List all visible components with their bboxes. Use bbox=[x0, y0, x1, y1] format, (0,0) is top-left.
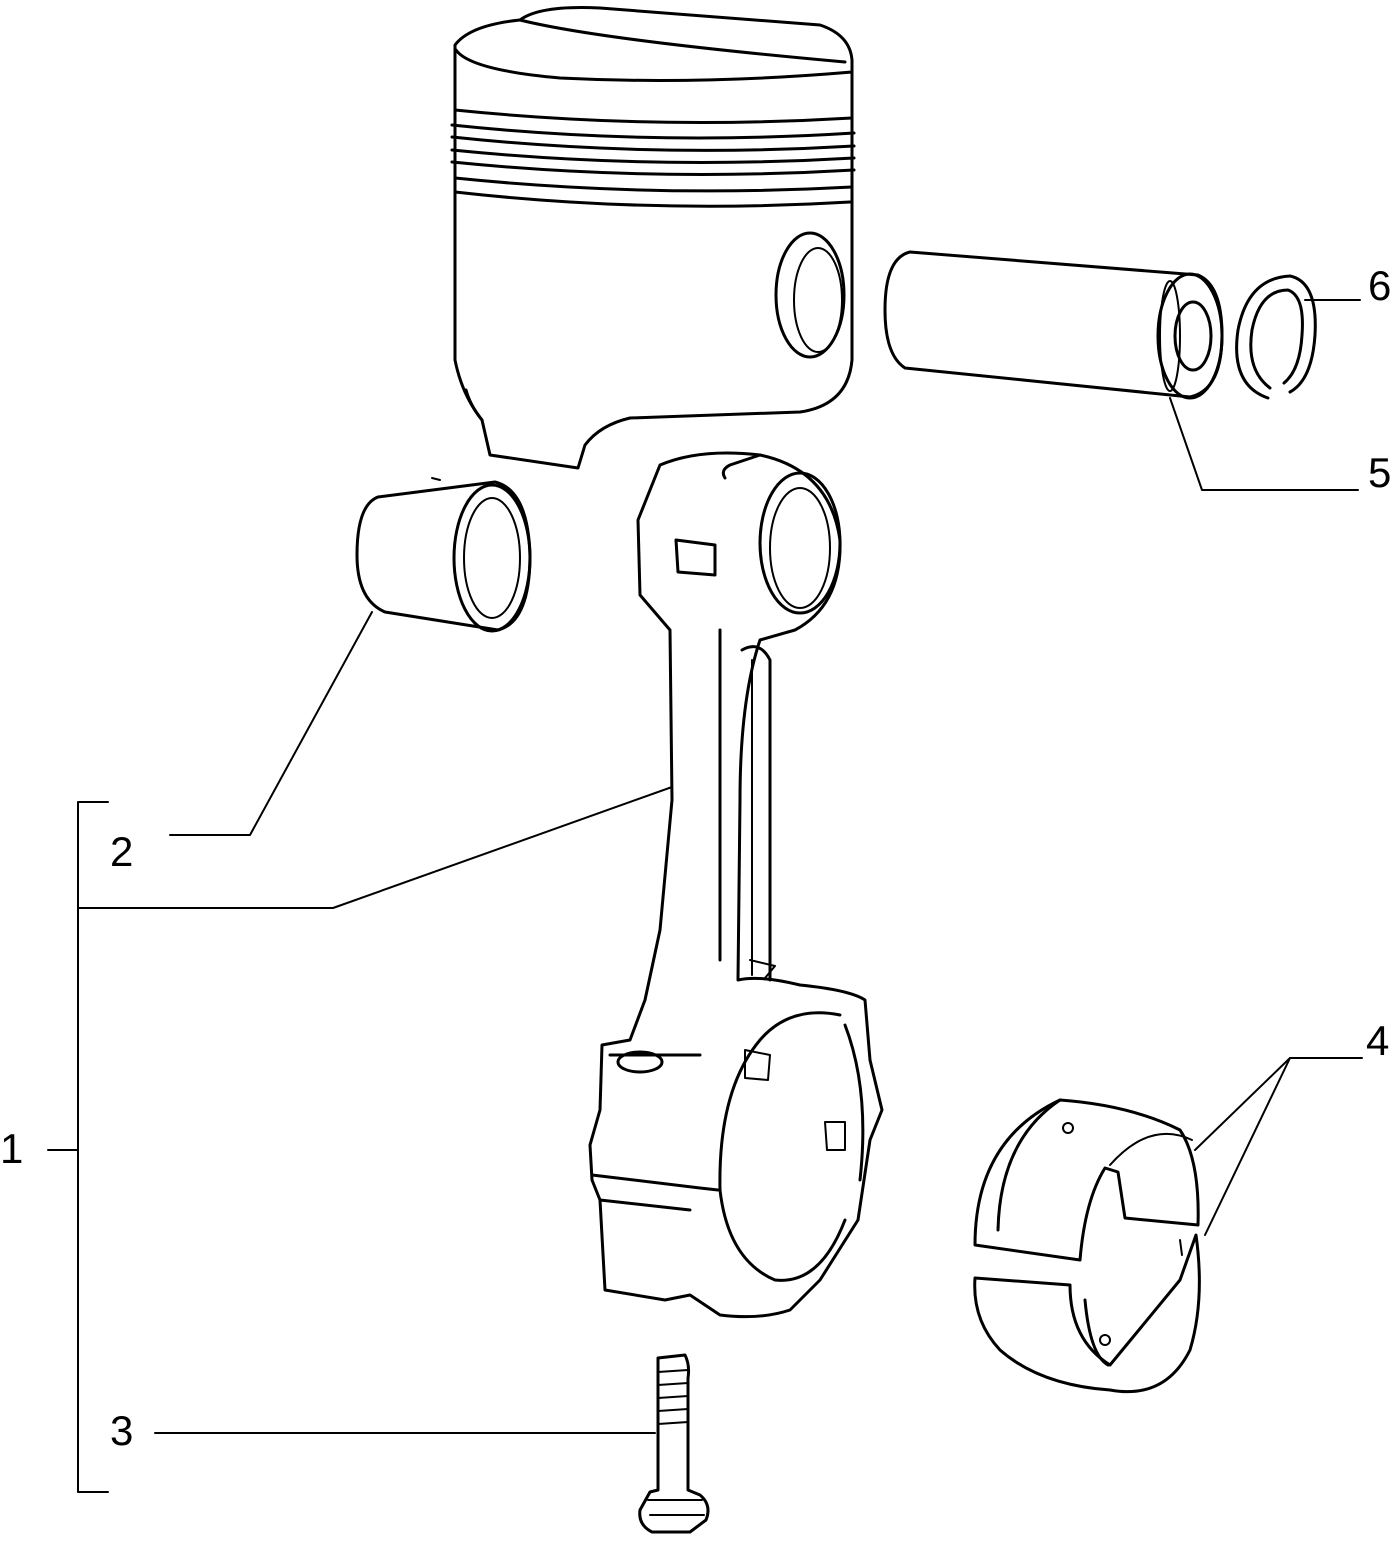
callout-4: 4 bbox=[1366, 1017, 1389, 1064]
big-end-bearing-shells bbox=[973, 1098, 1201, 1394]
piston-pin bbox=[883, 250, 1224, 400]
connecting-rod bbox=[588, 451, 884, 1319]
callout-3: 3 bbox=[110, 1407, 133, 1454]
small-end-bushing bbox=[355, 477, 532, 633]
circlip bbox=[1235, 274, 1317, 400]
callout-2: 2 bbox=[110, 828, 133, 875]
callout-6: 6 bbox=[1368, 262, 1391, 309]
callout-5: 5 bbox=[1368, 449, 1391, 496]
callout-1: 1 bbox=[0, 1125, 23, 1172]
leader-lines bbox=[47, 299, 1363, 1493]
piston bbox=[450, 6, 856, 470]
cap-bolt bbox=[638, 1353, 710, 1534]
